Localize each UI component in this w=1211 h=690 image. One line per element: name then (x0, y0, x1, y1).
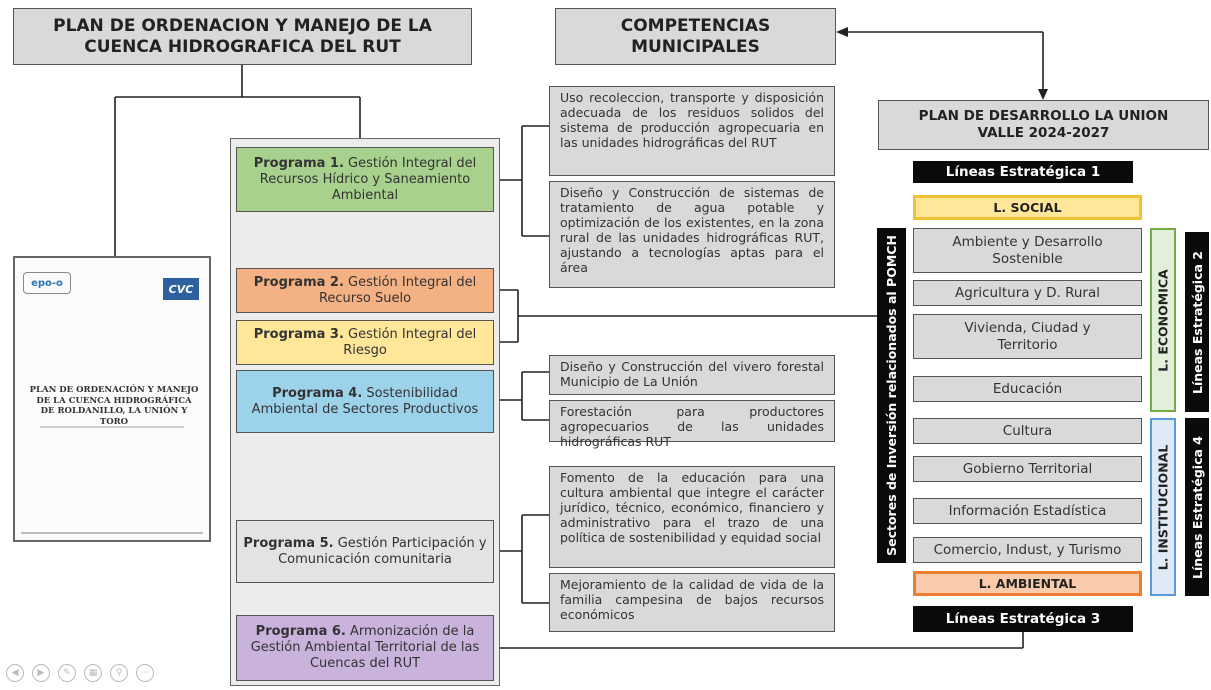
pomch-title-box: PLAN DE ORDENACION Y MANEJO DE LA CUENCA… (13, 8, 472, 65)
sector-educacion: Educación (913, 376, 1142, 402)
program-6-box: Programa 6. Armonización de la Gestión A… (236, 615, 494, 681)
linea-estrategica-3: Líneas Estratégica 3 (913, 606, 1133, 632)
linea-ambiental: L. AMBIENTAL (913, 571, 1142, 596)
program-2-box: Programa 2. Gestión Integral del Recurso… (236, 268, 494, 313)
sector-vivienda: Vivienda, Ciudad y Territorio (913, 314, 1142, 359)
program-2-label: Programa 2. Gestión Integral del Recurso… (253, 274, 477, 306)
cvc-logo: CVC (163, 278, 199, 300)
document-subtitle-line (40, 426, 184, 428)
program-4-box: Programa 4. Sostenibilidad Ambiental de … (236, 370, 494, 433)
program-4-label: Programa 4. Sostenibilidad Ambiental de … (251, 385, 479, 417)
action-4: Forestación para productores agropecuari… (549, 400, 835, 449)
document-cover: epo-o CVC PLAN DE ORDENACIÓN Y MANEJO DE… (13, 256, 211, 542)
zoom-icon[interactable]: ⚲ (110, 664, 128, 682)
sectores-vertical-label: Sectores de Inversión relacionados al PO… (877, 228, 906, 563)
sector-cultura: Cultura (913, 418, 1142, 444)
action-1: Uso recoleccion, transporte y disposició… (549, 86, 835, 176)
action-2: Diseño y Construcción de sistemas de tra… (549, 181, 835, 288)
epoho-logo: epo-o (23, 272, 71, 294)
slides-icon[interactable]: ▦ (84, 664, 102, 682)
document-title: PLAN DE ORDENACIÓN Y MANEJO DE LA CUENCA… (29, 385, 199, 427)
more-icon[interactable]: ⋯ (136, 664, 154, 682)
program-5-label: Programa 5. Gestión Participación y Comu… (243, 535, 487, 567)
linea-estrategica-4: Líneas Estratégica 4 (1185, 418, 1209, 596)
sector-gobierno: Gobierno Territorial (913, 456, 1142, 482)
program-3-label: Programa 3. Gestión Integral del Riesgo (253, 326, 477, 358)
action-6: Mejoramiento de la calidad de vida de la… (549, 573, 835, 632)
prev-icon[interactable]: ◀ (6, 664, 24, 682)
program-1-label: Programa 1. Gestión Integral del Recurso… (253, 155, 477, 203)
program-1-box: Programa 1. Gestión Integral del Recurso… (236, 147, 494, 212)
sector-ambiente: Ambiente y Desarrollo Sostenible (913, 228, 1142, 273)
program-3-box: Programa 3. Gestión Integral del Riesgo (236, 320, 494, 365)
linea-economica: L. ECONOMICA (1150, 228, 1176, 412)
action-5: Fomento de la educación para una cultura… (549, 466, 835, 568)
document-footer-line (21, 532, 203, 534)
plan-desarrollo-title: PLAN DE DESARROLLO LA UNION VALLE 2024-2… (918, 108, 1169, 141)
competencias-title-box: COMPETENCIAS MUNICIPALES (555, 8, 836, 65)
linea-social: L. SOCIAL (913, 195, 1142, 220)
action-3: Diseño y Construcción del vivero foresta… (549, 355, 835, 395)
pen-icon[interactable]: ✎ (58, 664, 76, 682)
linea-institucional: L. INSTITUCIONAL (1150, 418, 1176, 596)
program-5-box: Programa 5. Gestión Participación y Comu… (236, 520, 494, 583)
program-6-label: Programa 6. Armonización de la Gestión A… (250, 624, 480, 671)
linea-estrategica-1: Líneas Estratégica 1 (913, 161, 1133, 183)
linea-estrategica-2: Líneas Estratégica 2 (1185, 232, 1209, 412)
next-icon[interactable]: ▶ (32, 664, 50, 682)
sector-informacion: Información Estadística (913, 498, 1142, 524)
competencias-title: COMPETENCIAS MUNICIPALES (620, 15, 771, 57)
pomch-title: PLAN DE ORDENACION Y MANEJO DE LA CUENCA… (53, 15, 432, 57)
sector-agricultura: Agricultura y D. Rural (913, 280, 1142, 306)
plan-desarrollo-title-box: PLAN DE DESARROLLO LA UNION VALLE 2024-2… (878, 100, 1209, 150)
sector-comercio: Comercio, Indust, y Turismo (913, 537, 1142, 563)
